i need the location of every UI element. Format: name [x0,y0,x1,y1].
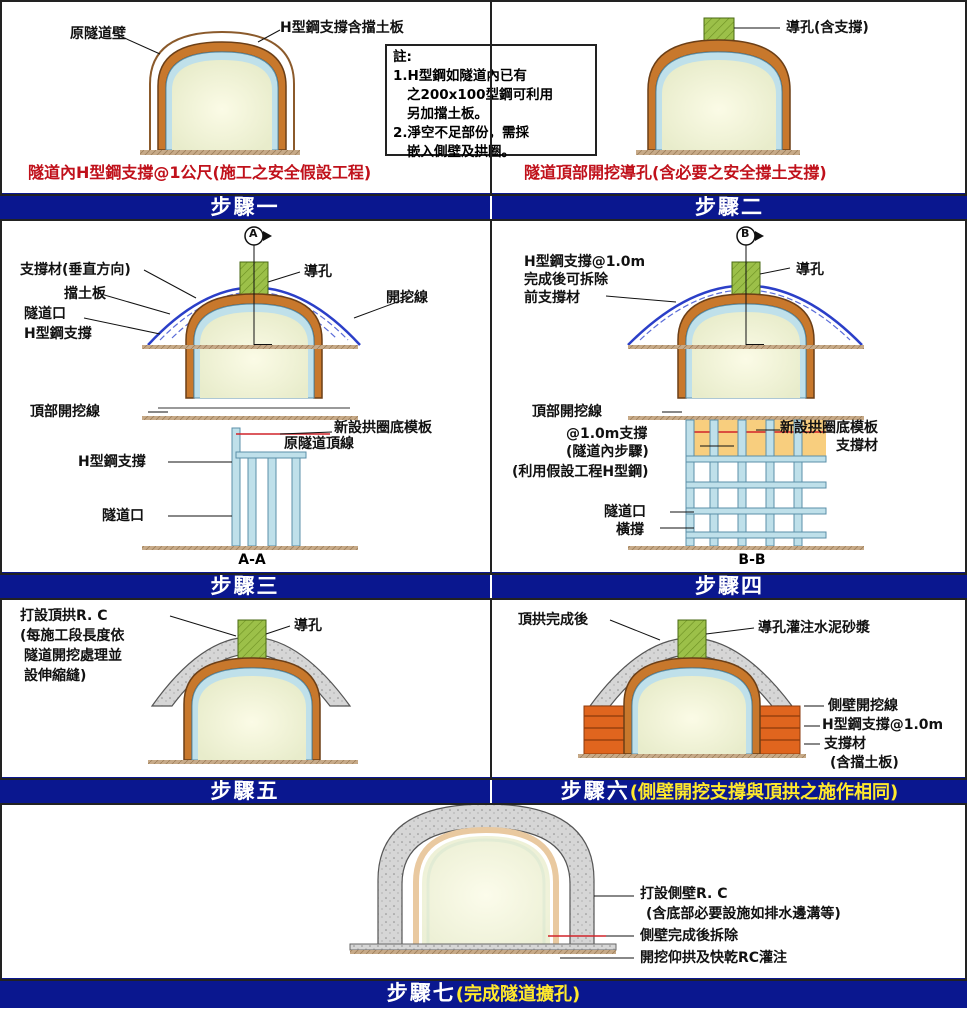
panel-step3 [0,219,492,575]
label-cross-brace: 橫撐 [616,522,644,538]
marker-a-letter: A [249,227,258,240]
banner-step6: 步驟六(側壁開挖支撐與頂拱之施作相同) [492,777,967,805]
step1-caption: 隧道內H型鋼支撐@1公尺(施工之安全假設工程) [28,163,372,182]
label-support-1m: @1.0m支撐 [566,426,648,442]
label-original-wall: 原隧道壁 [70,26,126,42]
label-side-excavation: 側壁開挖線 [828,698,898,714]
label-top-excavation-line-4: 頂部開挖線 [532,404,602,420]
banner-step6-main: 步驟六 [560,778,630,803]
label-pilot-hole-3: 導孔 [304,264,332,280]
banner-step2: 步驟二 [492,193,967,221]
label-grout: 導孔灌注水泥砂漿 [758,620,870,636]
panel-step1 [0,0,492,196]
label-h-support-6: H型鋼支撐@1.0m [822,717,944,733]
note-line-5: 嵌入側壁及拱圈。 [407,144,515,160]
label-h-beam-note-2: 完成後可拆除 [524,272,608,288]
label-strut-6: 支撐材 [824,736,866,752]
label-new-formwork-3: 新設拱圈底模板 [334,420,432,436]
section-label-a: A-A [238,552,266,568]
label-portal: 隧道口 [24,306,66,322]
label-strut-vertical: 支撐材(垂直方向) [20,262,131,278]
section-label-b: B-B [738,552,766,568]
banner-step7-main: 步驟七 [386,980,456,1005]
tunnel-step3 [142,232,361,550]
section-marker-b [736,226,764,246]
label-strut-4: 支撐材 [836,438,878,454]
note-line-1: 1.H型鋼如隧道內已有 [393,68,527,84]
leader-lines [83,27,824,959]
tunnel-step7 [349,803,617,954]
note-line-2: 之200x100型鋼可利用 [407,87,554,103]
label-h-beam-note-3: 前支撐材 [524,290,580,306]
tunnel-step1 [140,30,300,155]
label-strut-note: (含擋土板) [830,755,899,771]
label-h-beam-retaining: H型鋼支撐含擋土板 [280,20,404,36]
note-line-4: 2.淨空不足部份，需採 [393,125,530,141]
panel-step5 [0,598,492,780]
label-remove: 側壁完成後拆除 [640,928,738,944]
label-top-arch-4: 設伸縮縫) [24,668,87,684]
label-new-formwork-4: 新設拱圈底模板 [780,420,878,436]
label-portal-4: 隧道口 [604,504,646,520]
label-h-support-section: H型鋼支撐 [78,454,146,470]
label-top-arch-3: 隧道開挖處理並 [24,648,122,664]
banner-step5: 步驟五 [0,777,490,805]
label-excavation-line: 開挖線 [386,290,428,306]
label-retaining-board: 擋土板 [64,286,106,302]
banner-step4: 步驟四 [492,572,967,600]
marker-b-letter: B [741,227,750,240]
banner-step7-sub: (完成隧道擴孔) [455,984,581,1005]
banner-step6-sub: (側壁開挖支撐與頂拱之施作相同) [629,782,899,803]
label-top-excavation-line-3: 頂部開挖線 [30,404,100,420]
tunnel-step4 [627,232,864,550]
label-pilot-hole-5: 導孔 [294,618,322,634]
tunnel-step6 [578,619,806,758]
label-top-arch-1: 打設頂拱R. C [20,608,108,624]
label-top-arch-2: (每施工段長度依 [20,628,125,644]
label-step-in-tunnel: (隧道內步驟) [566,444,649,460]
label-portal-section: 隧道口 [102,508,144,524]
label-h-support: H型鋼支撐 [24,326,92,342]
label-side-wall-note: (含底部必要設施如排水邊溝等) [646,906,841,922]
label-pilot-hole-support: 導孔(含支撐) [786,20,869,36]
panel-step4 [490,219,967,575]
panel-step6 [490,598,967,780]
tunnel-step5 [148,619,358,764]
label-side-wall: 打設側壁R. C [640,886,728,902]
step2-caption: 隧道頂部開挖導孔(含必要之安全撐土支撐) [524,163,827,182]
label-h-beam-note-1: H型鋼支撐@1.0m [524,254,646,270]
label-original-top: 原隧道頂線 [284,436,354,452]
tunnel-step2 [636,17,800,155]
note-title: 註: [393,49,412,65]
label-after-arch: 頂拱完成後 [518,612,588,628]
note-line-3: 另加擋土板。 [407,106,488,122]
section-marker-a [244,226,272,246]
panel-step2 [490,0,967,196]
label-pilot-hole-4: 導孔 [796,262,824,278]
label-invert: 開挖仰拱及快乾RC灌注 [640,950,788,966]
banner-step1: 步驟一 [0,193,490,221]
label-use-temp-h: (利用假設工程H型鋼) [512,464,649,480]
banner-step3: 步驟三 [0,572,490,600]
panel-step7 [0,803,967,981]
banner-step7: 步驟七(完成隧道擴孔) [0,978,967,1008]
